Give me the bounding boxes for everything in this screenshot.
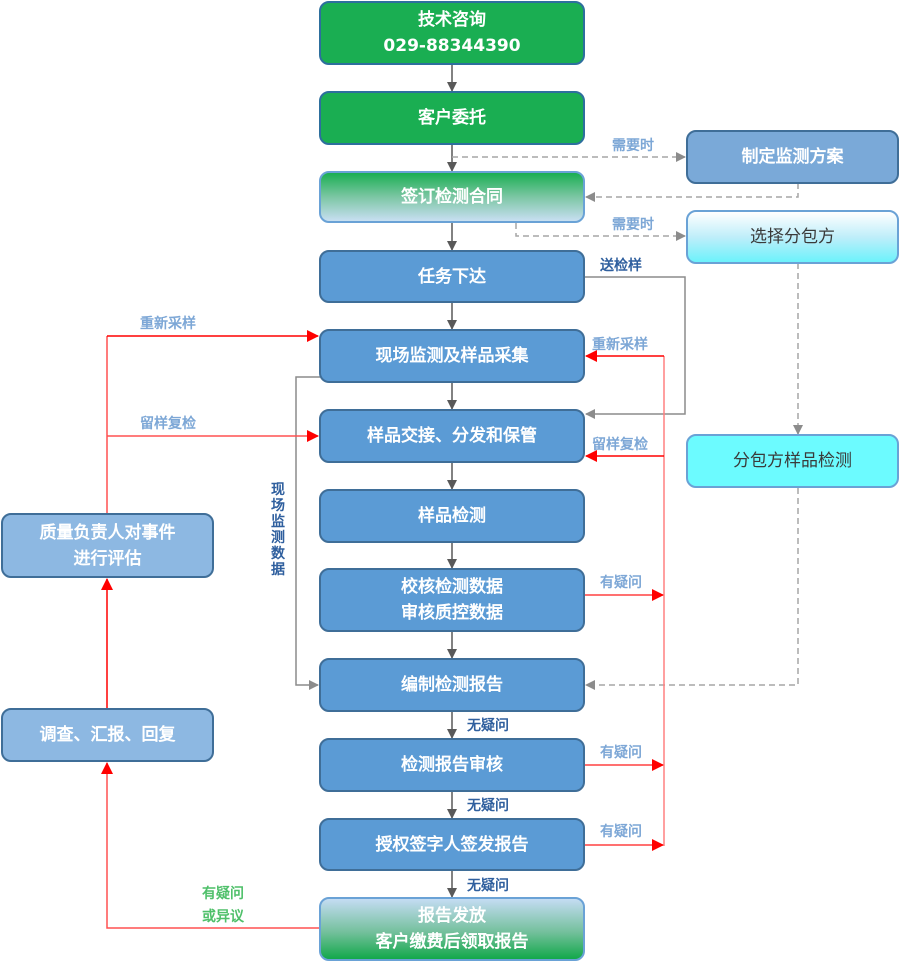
node-evaluate-line1: 质量负责人对事件 [39,522,176,543]
label-recheck-left: 留样复检 [140,416,196,432]
node-review-label: 检测报告审核 [401,755,503,775]
label-no-question-sign: 无疑问 [467,878,509,894]
node-verify-data[interactable]: 校核检测数据 审核质控数据 [319,568,585,632]
arrow-issue-investigate [101,762,320,929]
node-sample-testing[interactable]: 样品检测 [319,489,585,543]
node-monitoring-plan[interactable]: 制定监测方案 [686,130,899,184]
node-entrust-label: 客户委托 [418,108,486,128]
label-question-review: 有疑问 [600,745,642,761]
label-no-question-review: 无疑问 [467,798,509,814]
label-objection-line1: 有疑问 [202,886,244,902]
label-when-needed-plan: 需要时 [612,138,654,154]
node-quality-evaluation[interactable]: 质量负责人对事件 进行评估 [1,513,214,578]
label-recheck-right: 留样复检 [592,437,648,453]
node-issue-line1: 报告发放 [418,906,486,926]
node-field-sampling[interactable]: 现场监测及样品采集 [319,329,585,383]
label-question-sign: 有疑问 [600,824,642,840]
label-field-monitoring-data: 现场监测数据 [271,482,285,578]
node-consult-phone: 029-88344390 [383,36,521,56]
node-report-issue[interactable]: 报告发放 客户缴费后领取报告 [319,897,585,961]
node-investigate-report[interactable]: 调查、汇报、回复 [1,708,214,762]
node-plan-label: 制定监测方案 [741,147,844,167]
label-objection-line2: 或异议 [202,909,244,925]
arrow-to-subcontractor [515,223,686,241]
arrow-send-sample [585,276,686,419]
node-evaluate-line2: 进行评估 [73,548,142,569]
label-send-sample: 送检样 [600,258,642,274]
node-contract-label: 签订检测合同 [401,187,503,207]
node-handover-label: 样品交接、分发和保管 [367,426,537,446]
node-compile-report[interactable]: 编制检测报告 [319,658,585,712]
node-report-review[interactable]: 检测报告审核 [319,738,585,792]
node-subcontractor-label: 选择分包方 [750,227,835,247]
node-issue-line2: 客户缴费后领取报告 [375,932,529,952]
node-subtest-label: 分包方样品检测 [733,451,852,471]
node-verify-line1: 校核检测数据 [401,577,503,597]
arrow-subtest-compile [585,488,799,690]
node-sampling-label: 现场监测及样品采集 [375,346,529,366]
node-sign-contract[interactable]: 签订检测合同 [319,171,585,223]
label-resample-left: 重新采样 [140,316,196,332]
node-select-subcontractor[interactable]: 选择分包方 [686,210,899,264]
node-sign-label: 授权签字人签发报告 [375,834,529,855]
node-verify-line2: 审核质控数据 [401,603,503,623]
node-authorized-sign[interactable]: 授权签字人签发报告 [319,818,585,871]
node-sample-handover[interactable]: 样品交接、分发和保管 [319,409,585,463]
node-consult-title: 技术咨询 [418,10,486,30]
node-task-label: 任务下达 [418,266,486,287]
node-subcontractor-testing[interactable]: 分包方样品检测 [686,434,899,488]
label-when-needed-subcontractor: 需要时 [612,217,654,233]
arrow-plan-contract [585,183,799,202]
arrow-field-data [295,376,320,690]
label-no-question-compile: 无疑问 [467,718,509,734]
node-testing-label: 样品检测 [418,506,486,526]
node-task-issue[interactable]: 任务下达 [319,250,585,303]
node-customer-entrust[interactable]: 客户委托 [319,91,585,145]
node-technical-consulting[interactable]: 技术咨询 029-88344390 [319,1,585,65]
node-investigate-label: 调查、汇报、回复 [39,725,176,745]
label-question-verify: 有疑问 [600,575,642,591]
label-resample-right: 重新采样 [592,337,648,353]
node-compile-label: 编制检测报告 [401,675,503,695]
